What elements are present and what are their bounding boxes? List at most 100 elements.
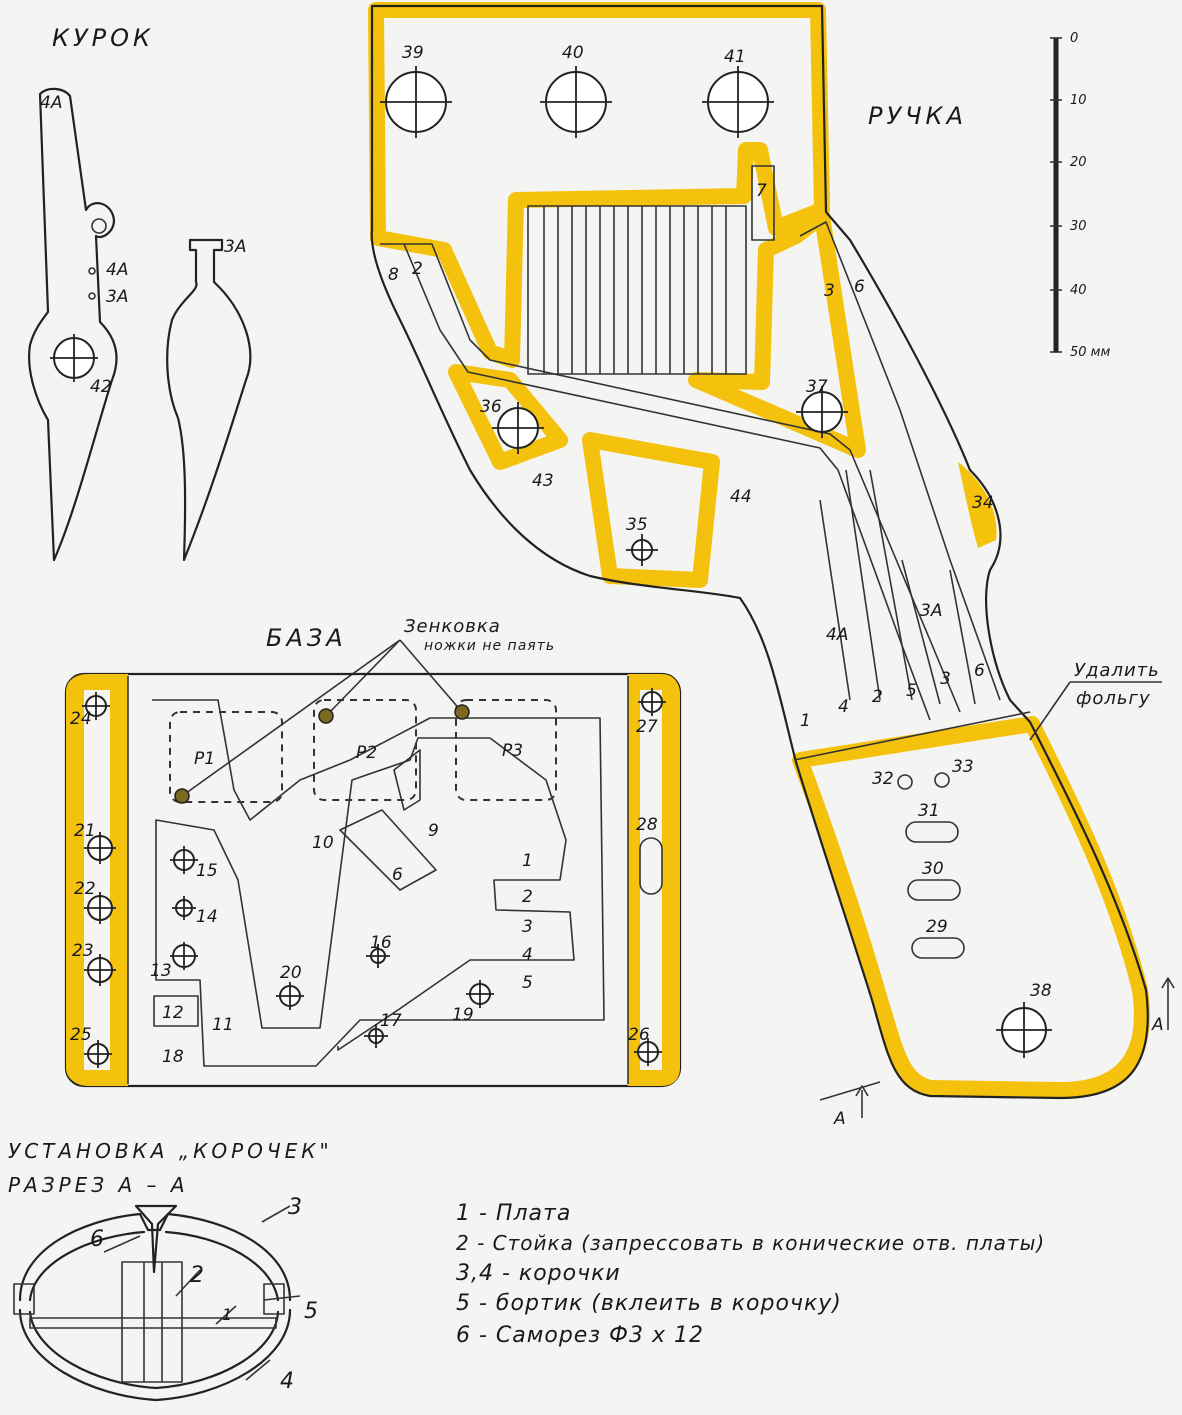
scale-tick-40: 40 xyxy=(1070,283,1087,298)
part-7 xyxy=(751,165,775,241)
label-27: 27 xyxy=(636,717,658,737)
label-3-base: 3 xyxy=(522,917,533,937)
label-13: 13 xyxy=(150,961,172,981)
section-label-4: 4 xyxy=(280,1369,295,1394)
legend-item-4: 5 - бортик (вклеить в корочку) xyxy=(456,1291,842,1316)
label-p1: Р1 xyxy=(194,749,215,769)
label-2-handle: 2 xyxy=(872,687,883,707)
screw-6 xyxy=(134,1204,178,1274)
label-4-base: 4 xyxy=(522,945,533,965)
label-16: 16 xyxy=(370,933,392,953)
label-p3: Р3 xyxy=(502,741,523,761)
label-8: 8 xyxy=(388,265,399,285)
trigger-second-part xyxy=(166,238,252,562)
label-7: 7 xyxy=(756,181,767,201)
label-37: 37 xyxy=(806,377,828,397)
label-24: 24 xyxy=(70,709,92,729)
remove-foil-note-2: фольгу xyxy=(1076,688,1151,709)
label-22: 22 xyxy=(74,879,96,899)
section-label-2: 2 xyxy=(190,1263,205,1288)
label-25: 25 xyxy=(70,1025,92,1045)
remove-foil-leader xyxy=(1029,681,1162,741)
label-3a: 3А xyxy=(106,287,128,307)
label-p2: Р2 xyxy=(356,743,377,763)
label-1-base: 1 xyxy=(522,851,533,871)
shell-bottom-inner xyxy=(28,1310,280,1390)
label-41: 41 xyxy=(724,47,746,67)
legend-item-3: 3,4 - корочки xyxy=(456,1261,621,1286)
section-title: РАЗРЕЗ А – А xyxy=(8,1173,189,1197)
component-p2 xyxy=(313,699,417,801)
label-20: 20 xyxy=(280,963,302,983)
section-label-6: 6 xyxy=(90,1227,105,1252)
label-3-handle: 3 xyxy=(940,669,951,689)
label-4a: 4А xyxy=(106,260,128,280)
section-leaders xyxy=(103,1205,301,1381)
handle-grip-edge xyxy=(793,711,1031,761)
section-mark-bottom: А xyxy=(833,1109,846,1129)
countersink-leaders xyxy=(181,639,463,797)
remove-foil-note: Удалить xyxy=(1074,660,1160,681)
label-19: 19 xyxy=(452,1005,474,1025)
label-15: 15 xyxy=(196,861,218,881)
connector-pins xyxy=(543,206,727,374)
board-1 xyxy=(29,1317,277,1329)
label-21: 21 xyxy=(74,821,96,841)
label-6-handle: 6 xyxy=(974,661,985,681)
label-40: 40 xyxy=(562,43,584,63)
scale-tick-0: 0 xyxy=(1070,31,1078,46)
label-11: 11 xyxy=(212,1015,234,1035)
label-6-top: 6 xyxy=(854,277,865,297)
label-26: 26 xyxy=(628,1025,650,1045)
base-pads xyxy=(339,749,437,891)
label-17: 17 xyxy=(380,1011,402,1031)
label-1-handle: 1 xyxy=(800,711,811,731)
base-outline xyxy=(64,672,682,1088)
legend-item-2: 2 - Стойка (запрессовать в конические от… xyxy=(456,1231,1045,1255)
component-p1 xyxy=(169,711,283,803)
trigger-pivot-hole xyxy=(91,218,107,234)
handle-track-c xyxy=(799,221,1001,701)
label-10: 10 xyxy=(312,833,334,853)
section-mark-right: А xyxy=(1151,1015,1164,1035)
hole-3a xyxy=(88,292,96,300)
label-33: 33 xyxy=(952,757,974,777)
label-30: 30 xyxy=(922,859,944,879)
trigger-part: КУРОК 4А 4А 3А 42 3А xyxy=(28,24,252,562)
scale-tick-50: 50 мм xyxy=(1070,345,1110,360)
base-holes xyxy=(82,688,666,1068)
base-strip-left xyxy=(84,690,110,1070)
label-12: 12 xyxy=(162,1003,184,1023)
section-label-1: 1 xyxy=(222,1305,233,1324)
handle-track-a xyxy=(380,243,931,721)
label-38: 38 xyxy=(1030,981,1052,1001)
handle-part: РУЧКА xyxy=(368,2,1162,1100)
installation-title: УСТАНОВКА „КОРОЧЕК" xyxy=(8,1139,333,1163)
handle-title: РУЧКА xyxy=(868,102,967,130)
handle-foil-34 xyxy=(958,462,997,548)
legend-item-5: 6 - Саморез Ф3 х 12 xyxy=(456,1323,704,1348)
scale-tick-30: 30 xyxy=(1070,219,1087,234)
label-44: 44 xyxy=(730,487,752,507)
label-39: 39 xyxy=(402,43,424,63)
handle-foil-35 xyxy=(582,432,720,588)
trigger-title: КУРОК xyxy=(52,24,154,52)
label-14: 14 xyxy=(196,907,218,927)
label-4a-handle: 4А xyxy=(826,625,848,645)
base-part: БАЗА Зенковка ножки не паять xyxy=(64,616,682,1088)
base-traces xyxy=(152,699,605,1067)
scale-bar: 0 10 20 30 40 50 мм xyxy=(1050,31,1110,360)
countersink-note: Зенковка xyxy=(404,616,501,637)
section-markers: А А xyxy=(819,977,1175,1129)
legend-item-1: 1 - Плата xyxy=(456,1201,571,1226)
label-31: 31 xyxy=(918,801,940,821)
label-18: 18 xyxy=(162,1047,184,1067)
legs-note: ножки не паять xyxy=(424,638,555,654)
handle-track-b xyxy=(404,243,961,713)
label-29: 29 xyxy=(926,917,948,937)
handle-foil-right xyxy=(688,208,866,458)
shell-top-3 xyxy=(18,1212,292,1302)
label-28: 28 xyxy=(636,815,658,835)
section-view: УСТАНОВКА „КОРОЧЕК" РАЗРЕЗ А – А 3 6 2 5… xyxy=(8,1139,333,1402)
